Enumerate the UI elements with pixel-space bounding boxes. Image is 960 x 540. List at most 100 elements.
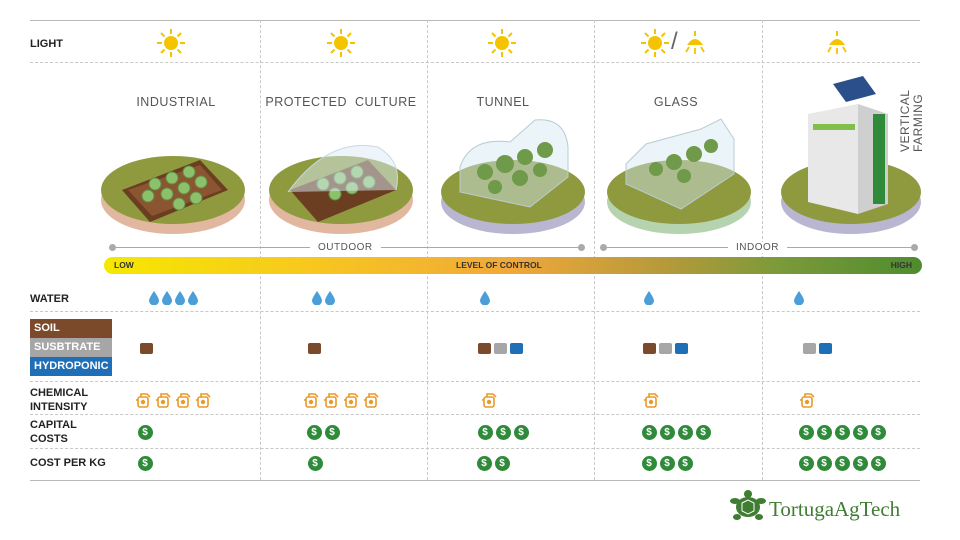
brand-logo-text: TortugaAgTech xyxy=(769,497,900,522)
dollar-coin-icon: $ xyxy=(798,424,814,440)
row-label-capital-costs: CAPITAL COSTS xyxy=(30,418,77,446)
chemical-row-divider xyxy=(30,414,920,415)
water-drop-icon xyxy=(644,291,654,305)
sprayer-icon xyxy=(643,392,659,408)
dollar-coin-icon: $ xyxy=(695,424,711,440)
capital-row-divider xyxy=(30,448,920,449)
dollar-coin-icon: $ xyxy=(677,424,693,440)
medium-soil-swatch xyxy=(642,342,656,354)
water-cell-glass xyxy=(574,290,724,306)
column-divider xyxy=(260,20,261,480)
row-label-line: CAPITAL xyxy=(30,419,77,431)
top-border xyxy=(30,20,920,21)
column-title-glass: GLASS xyxy=(653,95,699,109)
dollar-coin-icon: $ xyxy=(306,424,322,440)
medium-soil-swatch xyxy=(477,342,491,354)
sun-icon xyxy=(327,29,355,57)
column-divider xyxy=(594,20,595,480)
dollar-coin-icon: $ xyxy=(852,455,868,471)
water-drop-icon xyxy=(174,291,185,305)
water-drop-icon xyxy=(187,291,198,305)
dollar-coin-icon: $ xyxy=(659,455,675,471)
capital-cell-protected-culture: $$ xyxy=(248,424,398,440)
medium-label-soil: SOIL xyxy=(30,319,112,338)
sprayer-icon xyxy=(363,392,379,408)
glass-greenhouse-illustration xyxy=(607,118,751,234)
dollar-coin-icon: $ xyxy=(870,455,886,471)
sprayer-icon xyxy=(481,392,497,408)
sprayer-icon xyxy=(343,392,359,408)
medium-cell-glass xyxy=(619,342,711,354)
dollar-coin-icon: $ xyxy=(659,424,675,440)
sprayer-icon xyxy=(323,392,339,408)
sprayer-icon xyxy=(303,392,319,408)
dollar-coin-icon: $ xyxy=(641,455,657,471)
capital-cell-tunnel: $$$ xyxy=(428,424,578,440)
indoor-scale-end-dot xyxy=(911,244,918,251)
medium-hydroponic-swatch xyxy=(818,342,832,354)
outdoor-label: OUTDOOR xyxy=(310,242,381,253)
medium-cell-protected-culture xyxy=(268,342,360,354)
dollar-coin-icon: $ xyxy=(816,424,832,440)
capital-cell-industrial: $ xyxy=(72,424,218,440)
medium-substrate-swatch xyxy=(658,342,672,354)
dollar-coin-icon: $ xyxy=(816,455,832,471)
indoor-scale-start-dot xyxy=(600,244,607,251)
outdoor-scale-end-dot xyxy=(578,244,585,251)
chemical-cell-industrial xyxy=(100,391,246,409)
row-label-cost-per-kg: COST PER KG xyxy=(30,457,106,469)
tunnel-greenhouse-illustration xyxy=(441,119,585,234)
medium-label-substrate: SUSBTRATE xyxy=(30,338,112,357)
grow-lamp-icon xyxy=(685,31,705,54)
dollar-coin-icon: $ xyxy=(494,455,510,471)
dollar-coin-icon: $ xyxy=(513,424,529,440)
bar-level-label: LEVEL OF CONTROL xyxy=(456,260,542,270)
dollar-coin-icon: $ xyxy=(834,424,850,440)
bar-low-label: LOW xyxy=(114,260,134,270)
sprayer-icon xyxy=(135,392,151,408)
bottom-border xyxy=(30,480,920,481)
medium-cell-industrial xyxy=(100,342,192,354)
row-label-water: WATER xyxy=(30,293,69,305)
dollar-coin-icon: $ xyxy=(798,455,814,471)
row-label-chemical-intensity: CHEMICAL INTENSITY xyxy=(30,386,88,414)
protected-culture-illustration xyxy=(269,145,413,234)
dollar-coin-icon: $ xyxy=(307,455,323,471)
medium-soil-swatch xyxy=(307,342,321,354)
water-drop-icon xyxy=(794,291,804,305)
water-cell-industrial xyxy=(100,290,246,306)
water-drop-icon xyxy=(311,291,322,305)
dollar-coin-icon: $ xyxy=(870,424,886,440)
medium-label-hydroponic: HYDROPONIC xyxy=(30,357,112,376)
brand-word-1: Tortuga xyxy=(769,497,835,521)
dollar-coin-icon: $ xyxy=(834,455,850,471)
vertical-farm-illustration xyxy=(781,76,921,234)
water-cell-protected-culture xyxy=(248,290,398,306)
medium-cell-tunnel xyxy=(454,342,546,354)
capital-cell-glass: $$$$ xyxy=(601,424,751,440)
water-drop-icon xyxy=(480,291,490,305)
light-separator: / xyxy=(671,28,678,55)
column-title-tunnel: TUNNEL xyxy=(476,95,530,109)
medium-cell-vertical-farming xyxy=(771,342,863,354)
medium-hydroponic-swatch xyxy=(509,342,523,354)
cost-per-kg-cell-vertical-farming: $$$$$ xyxy=(767,455,917,471)
dollar-coin-icon: $ xyxy=(324,424,340,440)
industrial-field-illustration xyxy=(101,156,245,234)
row-label-line: CHEMICAL xyxy=(30,387,89,399)
dollar-coin-icon: $ xyxy=(476,455,492,471)
indoor-label: INDOOR xyxy=(728,242,787,253)
brand-word-2: AgTech xyxy=(834,497,901,521)
outdoor-scale-start-dot xyxy=(109,244,116,251)
cost-per-kg-cell-glass: $$$ xyxy=(592,455,742,471)
cost-per-kg-cell-tunnel: $$ xyxy=(418,455,568,471)
level-of-control-bar: LOW LEVEL OF CONTROL HIGH xyxy=(104,257,922,274)
sun-icon xyxy=(641,29,669,57)
dollar-coin-icon: $ xyxy=(852,424,868,440)
sprayer-icon xyxy=(155,392,171,408)
sun-icon xyxy=(157,29,185,57)
water-cell-vertical-farming xyxy=(724,290,874,306)
dollar-coin-icon: $ xyxy=(495,424,511,440)
column-title-protected-culture: PROTECTED CULTURE xyxy=(265,95,417,109)
water-drop-icon xyxy=(148,291,159,305)
